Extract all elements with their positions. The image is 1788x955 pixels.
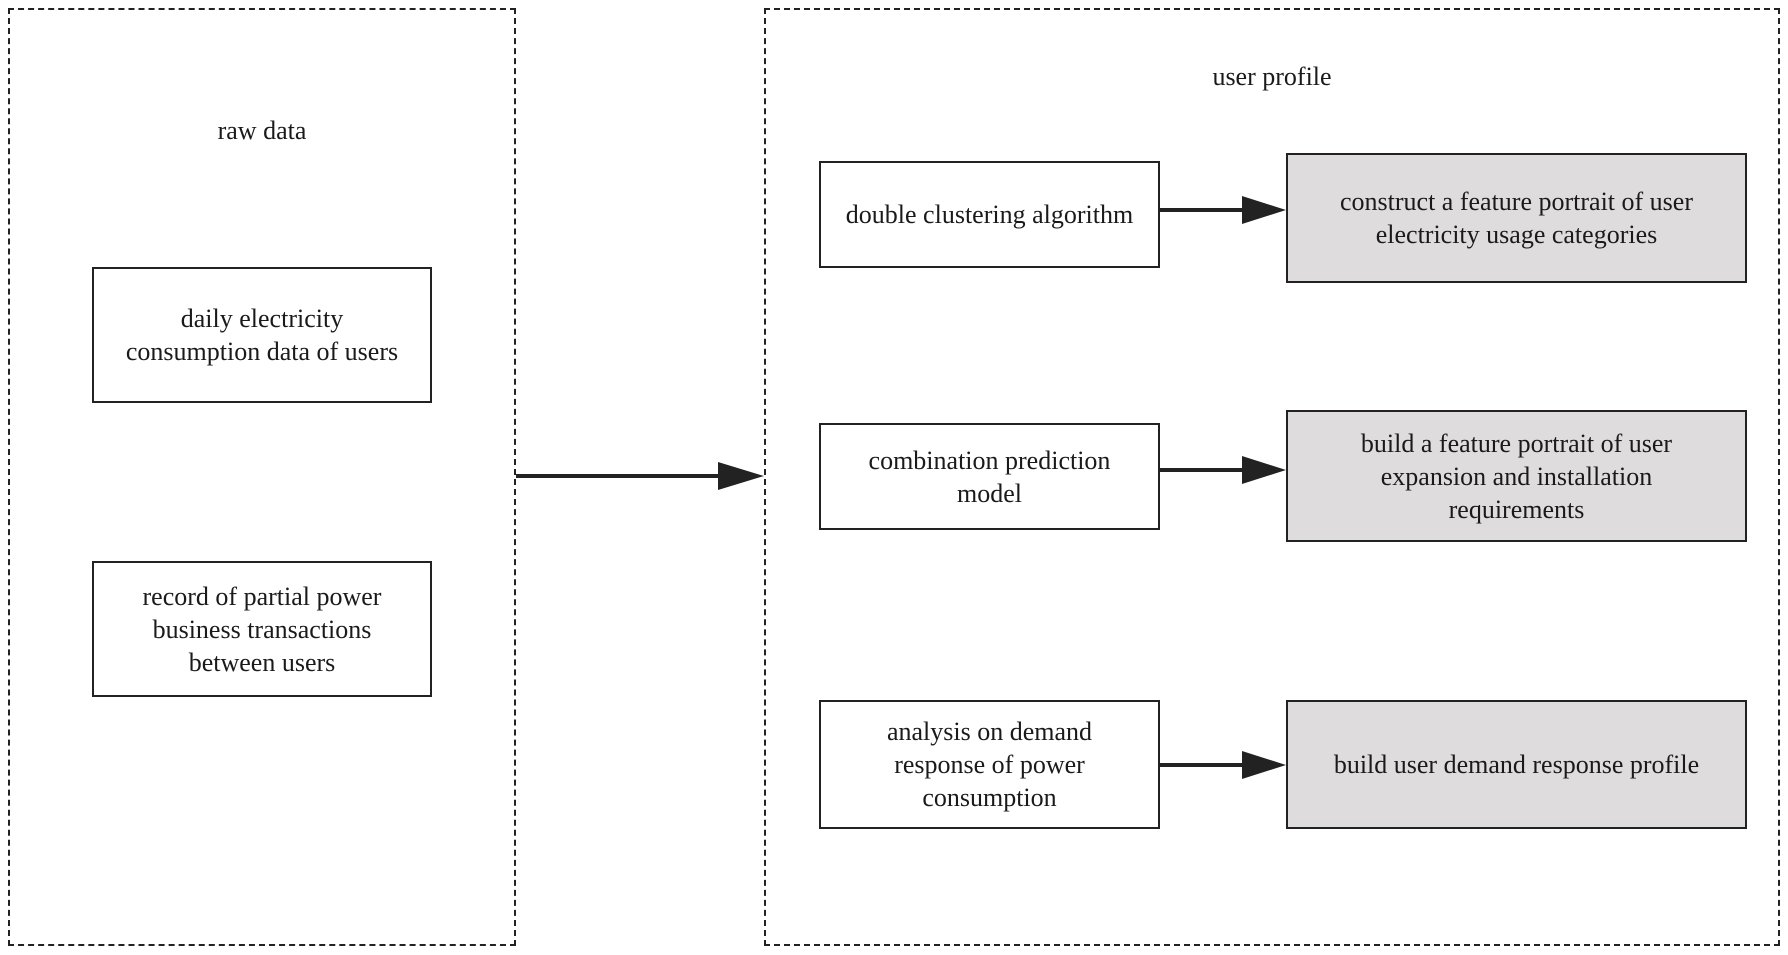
daily-consumption-data-box: daily electricity consumption data of us…	[92, 267, 432, 403]
demand-response-analysis-label: analysis on demand response of power con…	[886, 717, 1093, 812]
raw-data-title: raw data	[217, 116, 307, 145]
double-clustering-algorithm-box: double clustering algorithm	[819, 161, 1160, 268]
expansion-installation-portrait-label: build a feature portrait of user expansi…	[1360, 428, 1673, 524]
prediction-to-expansion-arrow	[1160, 456, 1286, 484]
raw-data-group: raw data	[8, 8, 516, 946]
business-transactions-record-box: record of partial power business transac…	[92, 561, 432, 697]
electricity-usage-portrait-label: construct a feature portrait of user ele…	[1339, 187, 1693, 249]
demand-response-profile-label: build user demand response profile	[1333, 750, 1700, 779]
electricity-usage-portrait-box: construct a feature portrait of user ele…	[1286, 153, 1747, 283]
user-profile-title: user profile	[1212, 62, 1332, 91]
demand-response-profile-box: build user demand response profile	[1286, 700, 1747, 829]
daily-consumption-data-label: daily electricity consumption data of us…	[125, 304, 399, 366]
demand-response-analysis-box: analysis on demand response of power con…	[819, 700, 1160, 829]
combination-prediction-model-box: combination prediction model	[819, 423, 1160, 530]
main-flow-arrow	[516, 462, 764, 490]
expansion-installation-portrait-box: build a feature portrait of user expansi…	[1286, 410, 1747, 542]
combination-prediction-model-label: combination prediction model	[868, 445, 1111, 508]
double-clustering-algorithm-label: double clustering algorithm	[845, 200, 1134, 229]
business-transactions-record-label: record of partial power business transac…	[142, 581, 382, 677]
clustering-to-usage-arrow	[1160, 196, 1286, 224]
analysis-to-response-arrow	[1160, 751, 1286, 779]
user-profile-group: user profile	[764, 8, 1780, 946]
